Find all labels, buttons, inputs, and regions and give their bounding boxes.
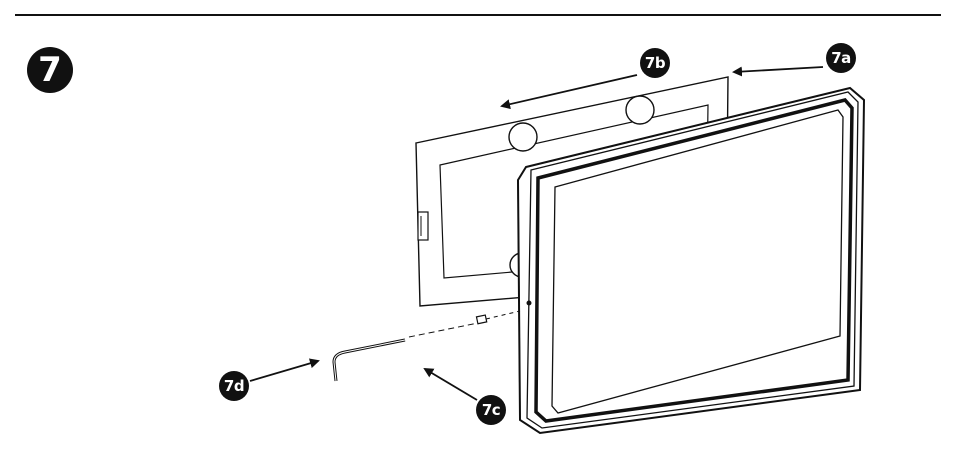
callout-7d-badge: 7d xyxy=(219,371,249,401)
arrow-7a xyxy=(732,66,824,77)
arrow-7c xyxy=(423,367,478,401)
arrow-7b xyxy=(500,74,638,110)
callout-7a-badge: 7a xyxy=(826,43,856,73)
screw xyxy=(408,310,521,338)
header-rule xyxy=(15,14,941,16)
allen-key xyxy=(332,338,406,382)
callout-7c-badge: 7c xyxy=(476,395,506,425)
step-number-badge: 7 xyxy=(27,47,73,93)
arrow-7d xyxy=(249,358,320,382)
callout-7b-badge: 7b xyxy=(640,48,670,78)
tablet xyxy=(516,86,866,435)
